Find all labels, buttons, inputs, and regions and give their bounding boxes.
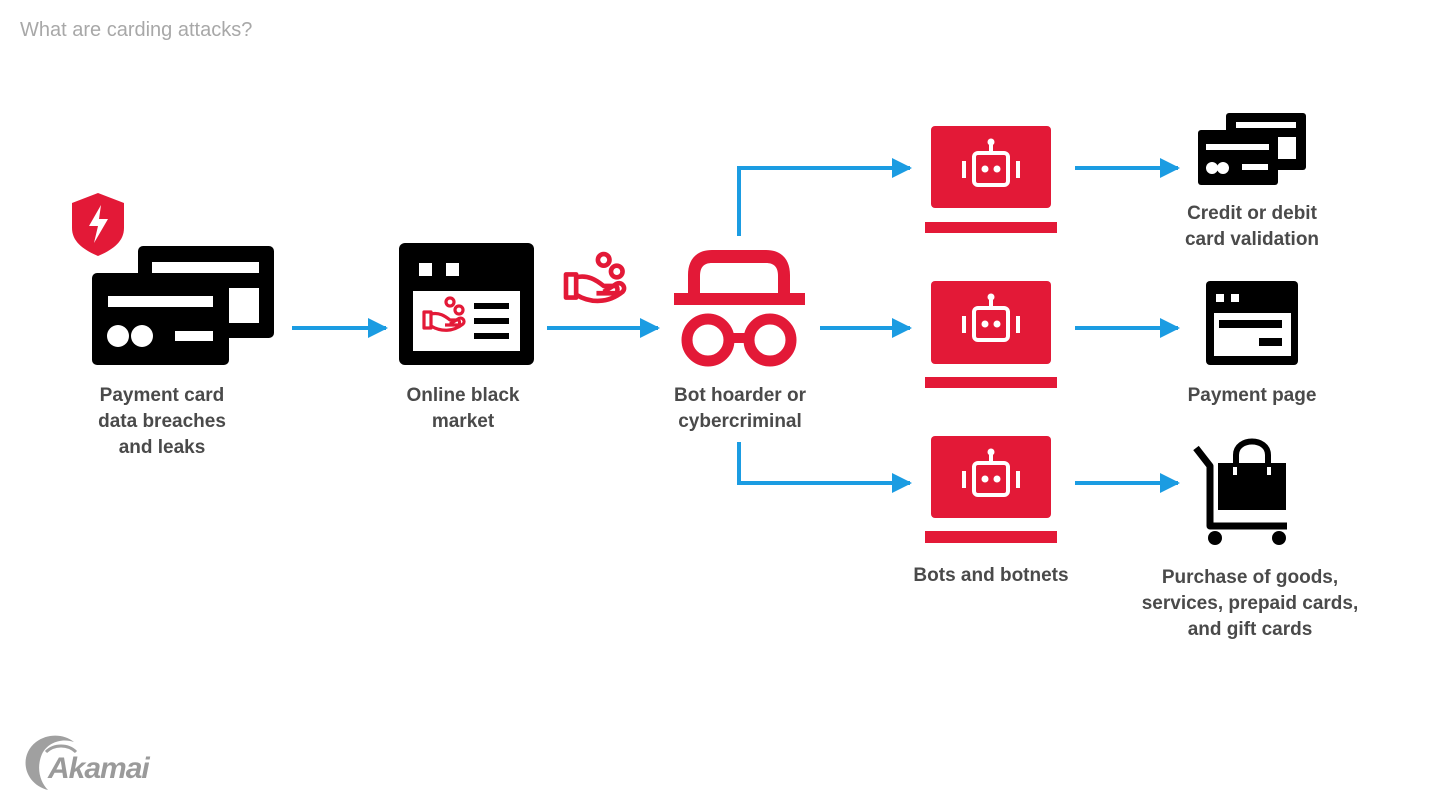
label-payment-page: Payment page — [1188, 383, 1317, 409]
label-line: Credit or debit — [1187, 203, 1317, 224]
shield-bolt-icon — [72, 193, 124, 256]
browser-market-icon — [399, 243, 534, 365]
label-line: data breaches — [98, 411, 226, 432]
label-line: services, prepaid cards, — [1141, 593, 1359, 614]
label-line: and gift cards — [1187, 619, 1313, 640]
page-title: What are carding attacks? — [20, 19, 253, 41]
label-payment-card-breaches: Payment card data breaches and leaks — [98, 383, 226, 461]
label-line: Purchase of goods, — [1161, 567, 1339, 588]
shopping-cart-bag-icon — [1193, 438, 1287, 545]
label-line: card validation — [1184, 229, 1320, 250]
label-bots-botnets: Bots and botnets — [913, 563, 1068, 589]
label-line: cybercriminal — [678, 411, 802, 432]
akamai-logo-swoosh-icon — [25, 735, 78, 790]
akamai-logo: Akamai — [48, 752, 150, 785]
label-line: Online black — [406, 385, 520, 406]
label-purchase: Purchase of goods, services, prepaid car… — [1142, 565, 1359, 643]
label-line: Payment card — [99, 385, 225, 406]
hand-coins-icon — [566, 254, 624, 301]
laptop-robot-icon — [925, 126, 1057, 233]
label-online-black-market: Online black market — [407, 383, 520, 435]
label-card-validation: Credit or debit card validation — [1185, 201, 1319, 253]
label-bot-hoarder: Bot hoarder or cybercriminal — [674, 383, 806, 435]
label-line: and leaks — [118, 437, 206, 458]
credit-cards-icon — [1198, 113, 1306, 185]
label-line: market — [431, 411, 495, 432]
label-line: Bots and botnets — [913, 565, 1069, 586]
label-line: Bot hoarder or — [674, 385, 806, 406]
credit-cards-icon — [92, 246, 274, 365]
label-line: Payment page — [1187, 385, 1317, 406]
flow-arrow — [737, 442, 912, 493]
flow-arrow — [737, 158, 912, 236]
laptop-robot-icon — [925, 436, 1057, 543]
payment-page-icon — [1206, 281, 1298, 365]
spy-icon — [674, 250, 805, 367]
laptop-robot-icon — [925, 281, 1057, 388]
